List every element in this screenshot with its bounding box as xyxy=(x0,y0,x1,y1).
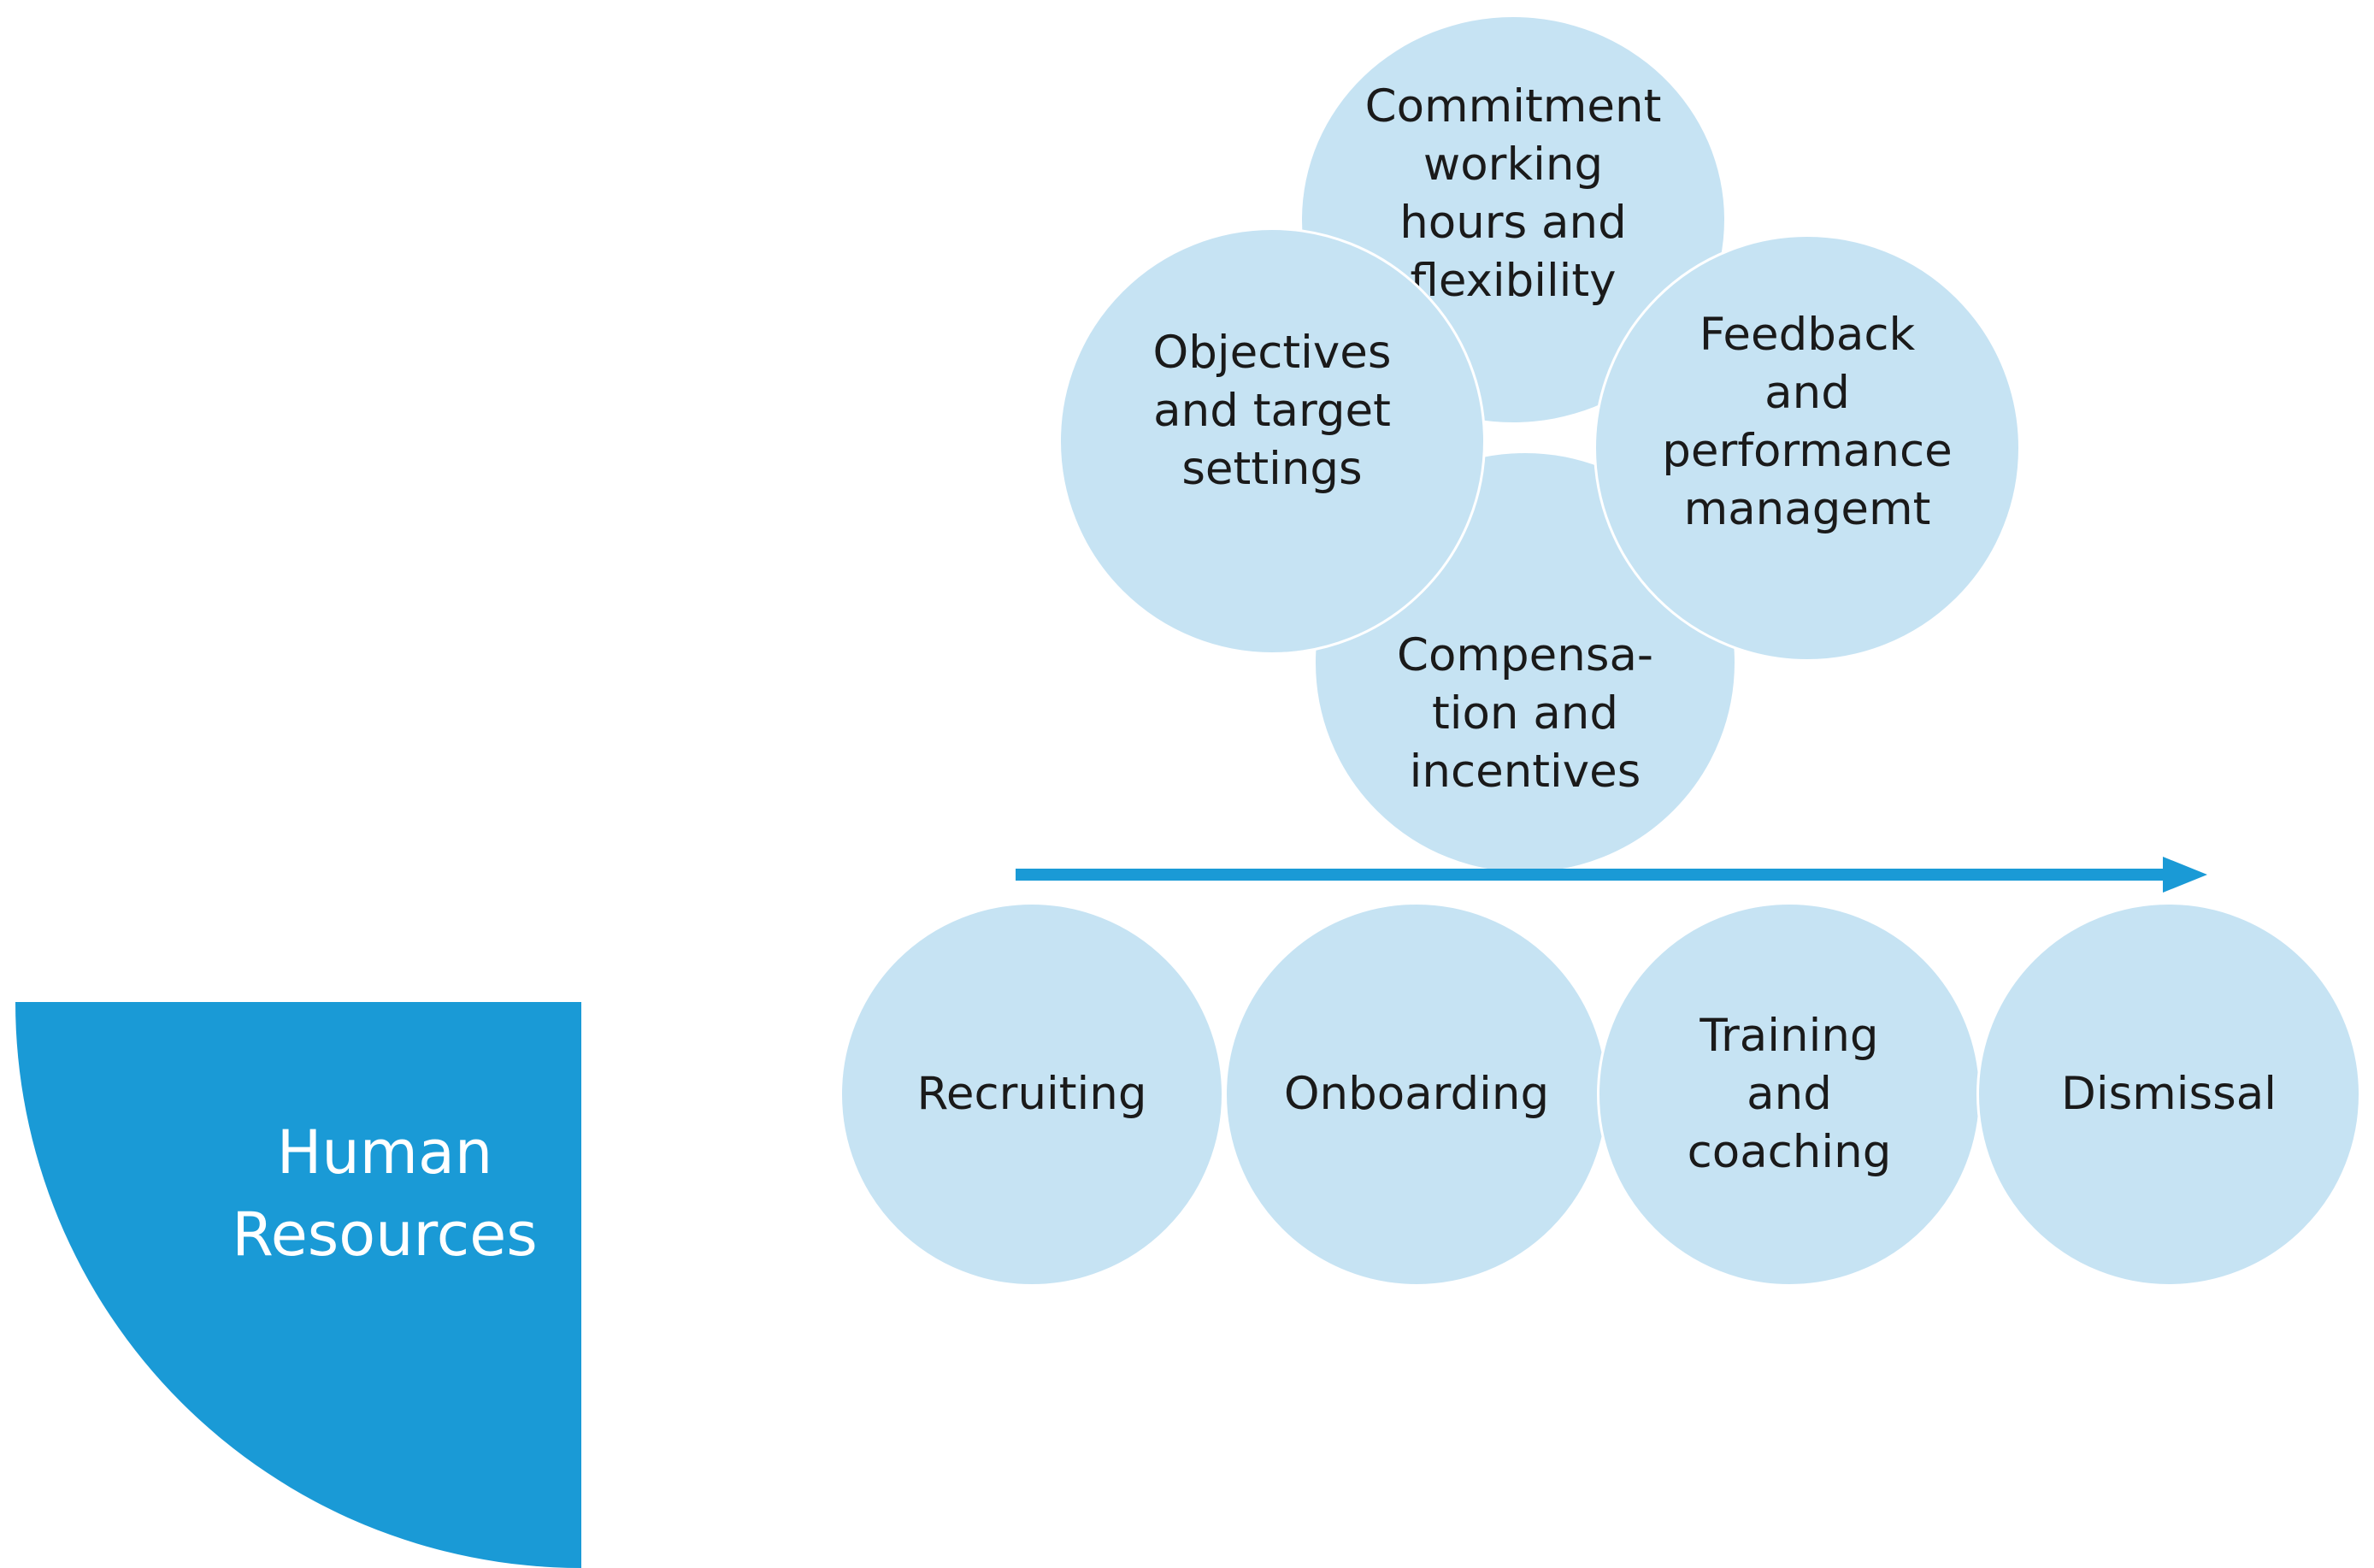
circle-compensation-text: Compensa- tion and incentives xyxy=(1396,629,1654,798)
circle-onboarding-text: Onboarding xyxy=(1283,1068,1550,1120)
human-resources-label: Human Resources xyxy=(232,1117,538,1270)
circle-dismissal-text: Dismissal xyxy=(2061,1068,2277,1120)
circle-recruiting: Recruiting xyxy=(839,902,1224,1287)
circle-feedback-text: Feedback and performance managemt xyxy=(1662,309,1953,535)
circle-objectives: Objectives and target settings xyxy=(1058,227,1486,655)
circle-training-text: Training and coaching xyxy=(1687,1010,1892,1178)
circle-commitment-text: Commitment working hours and flexibility xyxy=(1364,80,1662,307)
timeline-arrow-head xyxy=(2163,857,2207,893)
circle-training: Training and coaching xyxy=(1597,902,1982,1287)
circle-onboarding: Onboarding xyxy=(1224,902,1609,1287)
circle-objectives-text: Objectives and target settings xyxy=(1152,327,1392,495)
circle-feedback: Feedback and performance managemt xyxy=(1593,234,2021,662)
circle-dismissal: Dismissal xyxy=(1976,902,2361,1287)
circle-recruiting-text: Recruiting xyxy=(916,1068,1147,1120)
